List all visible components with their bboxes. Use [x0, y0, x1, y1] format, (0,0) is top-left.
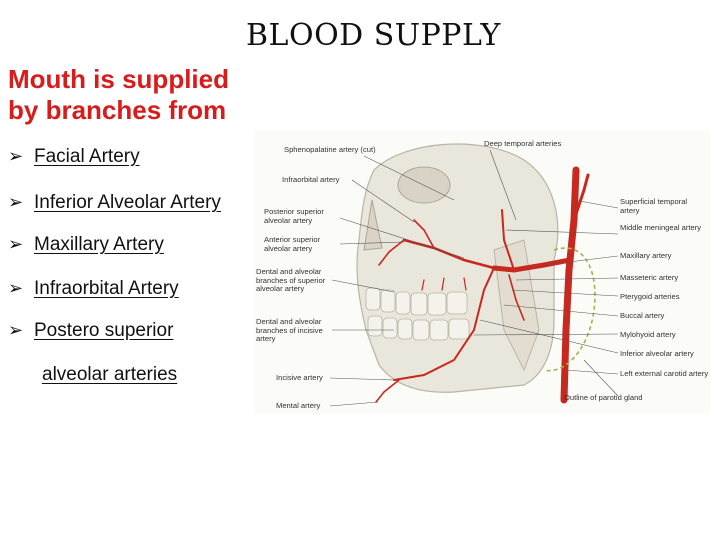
- label-parotid-outline: Outline of parotid gland: [564, 393, 643, 402]
- skull-diagram: [329, 143, 619, 407]
- leader-lines: [329, 149, 619, 407]
- bullet-item: ➢ Infraorbital Artery: [8, 278, 179, 300]
- jaw-artery-illustration: Sphenopalatine artery (cut) Infraorbital…: [254, 130, 710, 414]
- label-deep-temporal: Deep temporal arteries: [484, 139, 562, 148]
- label-sphenopalatine: Sphenopalatine artery (cut): [284, 145, 376, 154]
- label-pterygoid: Pterygoid arteries: [620, 292, 680, 301]
- bullet-continuation: alveolar arteries: [42, 364, 178, 385]
- label-masseteric: Masseteric artery: [620, 273, 679, 282]
- label-posterior-superior-alveolar: Posterior superior alveolar artery: [264, 207, 324, 225]
- arrow-bullet-icon: ➢: [8, 320, 24, 340]
- label-buccal: Buccal artery: [620, 311, 665, 320]
- bullet-item: ➢ Facial Artery: [8, 146, 140, 168]
- bullet-text: Postero superior: [34, 320, 174, 341]
- bullet-text: Maxillary Artery: [34, 234, 164, 255]
- upper-teeth: [365, 287, 468, 316]
- parotid-outline: [543, 247, 596, 372]
- label-mylohyoid: Mylohyoid artery: [620, 330, 676, 339]
- label-external-carotid: Left external carotid artery: [620, 369, 709, 378]
- label-incisive-artery: Incisive artery: [276, 373, 323, 382]
- bullet-item: ➢ Postero superior: [8, 320, 173, 342]
- lower-teeth: [367, 315, 470, 341]
- arrow-bullet-icon: ➢: [8, 278, 24, 298]
- bullet-text: Inferior Alveolar Artery: [34, 192, 221, 213]
- arrow-bullet-icon: ➢: [8, 234, 24, 254]
- label-middle-meningeal: Middle meningeal artery: [620, 223, 702, 232]
- label-maxillary: Maxillary artery: [620, 251, 672, 260]
- arrow-bullet-icon: ➢: [8, 146, 24, 166]
- label-dental-incisive: Dental and alveolar branches of incisive…: [256, 317, 323, 344]
- label-inferior-alveolar: Inferior alveolar artery: [620, 349, 694, 358]
- intro-heading: Mouth is supplied by branches from: [8, 64, 229, 125]
- bullet-text: Facial Artery: [34, 146, 140, 167]
- label-superficial-temporal: Superficial temporal artery: [620, 197, 688, 215]
- label-mental-artery: Mental artery: [276, 401, 321, 410]
- bullet-item: ➢ Inferior Alveolar Artery: [8, 192, 221, 214]
- slide-title: BLOOD SUPPLY: [246, 18, 501, 53]
- label-dental-superior: Dental and alveolar branches of superior…: [256, 267, 326, 294]
- artery-network: [375, 166, 590, 404]
- mandible-ramus: [493, 239, 540, 372]
- arrow-bullet-icon: ➢: [8, 192, 24, 212]
- label-anterior-superior-alveolar: Anterior superior alveolar artery: [264, 235, 321, 253]
- nasal-shape: [363, 199, 383, 251]
- bullet-item: ➢ Maxillary Artery: [8, 234, 164, 256]
- label-infraorbital: Infraorbital artery: [282, 175, 340, 184]
- bullet-text: Infraorbital Artery: [34, 278, 179, 299]
